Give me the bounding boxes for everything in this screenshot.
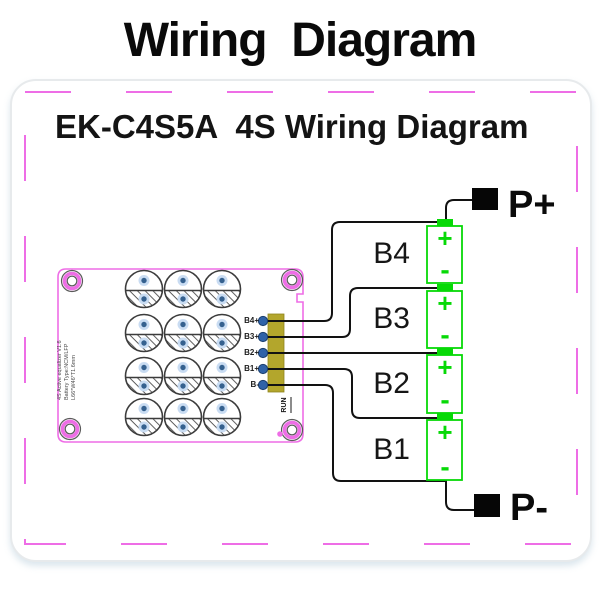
pad-label-b1-plus: B1+ [244,364,259,373]
pad-label-b3-plus: B3+ [244,332,259,341]
terminal-label-p-plus: P+ [508,184,556,226]
page-title: Wiring Diagram [123,14,478,67]
diagram-card [10,79,592,562]
silkscreen-line: L66*W46*T1.6mm [71,355,77,400]
battery-label-b1: B1 [373,433,410,466]
pad-label-b4-plus: B4+ [244,316,259,325]
battery-label-b4: B4 [373,237,410,270]
pad-label-b2-plus: B2+ [244,348,259,357]
silkscreen-line: 4S Active equalizer V1.6 [57,340,63,400]
run-label: RUN [281,397,288,413]
silkscreen-line: Battery Type:NCM/LFP [64,343,70,400]
terminal-label-p-minus: P- [510,487,548,529]
battery-label-b3: B3 [373,302,410,335]
battery-label-b2: B2 [373,367,410,400]
pcb-silkscreen-text: 4S Active equalizer V1.6 Battery Type:NC… [57,304,79,400]
diagram-heading: EK-C4S5A 4S Wiring Diagram [55,108,529,145]
pad-label-b-minus: B- [250,380,259,389]
